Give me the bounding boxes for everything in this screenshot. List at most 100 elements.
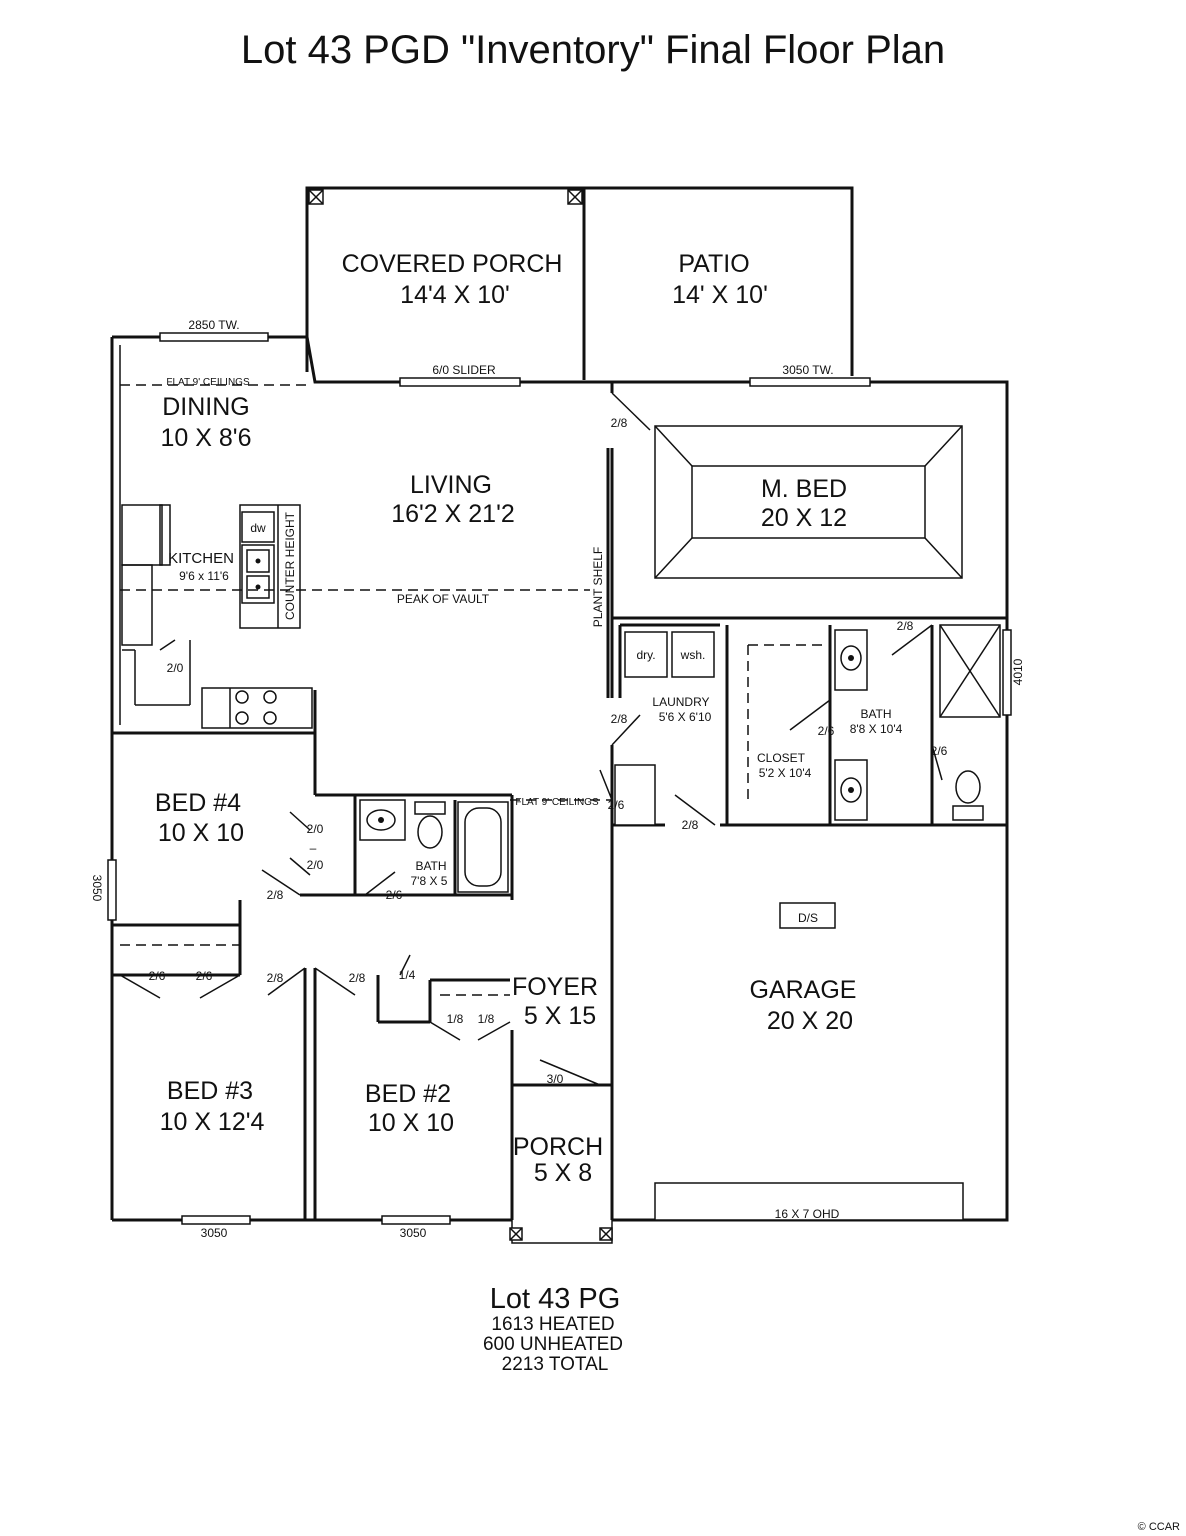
rear-porch-structure: [305, 186, 854, 380]
room-porch: PORCH 5 X 8: [513, 1133, 603, 1187]
window-bed4: [107, 859, 117, 921]
window-label: 4010: [1011, 658, 1025, 685]
counter-height-label: COUNTER HEIGHT: [283, 511, 297, 620]
toilet-icon: [414, 801, 446, 849]
room-name: LIVING: [410, 471, 492, 499]
room-bed4: BED #4 10 X 10: [155, 789, 244, 847]
room-size: 5'2 X 10'4: [759, 766, 812, 780]
room-closet: CLOSET 5'2 X 10'4: [757, 751, 812, 780]
washer-dryer: [624, 631, 715, 678]
door-label: 2/8: [897, 619, 914, 633]
room-covered-porch: COVERED PORCH 14'4 X 10': [342, 250, 563, 309]
window-master: [749, 377, 871, 387]
door-label: –: [310, 841, 317, 855]
room-name: PORCH: [513, 1133, 603, 1161]
room-name: DINING: [162, 393, 250, 421]
window-bed3: [181, 1215, 251, 1225]
heated-area: 1613 HEATED: [491, 1314, 614, 1335]
post-marker: [308, 189, 324, 205]
dryer-label: dry.: [636, 648, 655, 662]
room-living: LIVING 16'2 X 21'2: [391, 471, 515, 528]
window-label: 3050: [90, 875, 104, 902]
ceiling-label: FLAT 9' CEILINGS: [515, 797, 599, 808]
toilet-icon: [952, 770, 984, 821]
room-bed3: BED #3 10 X 12'4: [160, 1077, 265, 1136]
area-summary: Lot 43 PG 1613 HEATED 600 UNHEATED 2213 …: [483, 1283, 623, 1375]
room-name: BED #4: [155, 789, 241, 817]
room-name: COVERED PORCH: [342, 250, 563, 278]
room-name: M. BED: [761, 475, 847, 503]
room-size: 5'6 X 6'10: [659, 710, 712, 724]
page-title: Lot 43 PGD "Inventory" Final Floor Plan: [241, 28, 945, 72]
ds-label: D/S: [798, 911, 818, 925]
window-bed2: [381, 1215, 451, 1225]
door-label: 2/6: [196, 969, 213, 983]
room-size: 16'2 X 21'2: [391, 500, 515, 528]
room-size: 5 X 8: [534, 1159, 592, 1187]
door-label: 2/6: [149, 969, 166, 983]
annotation-labels: 2850 TW. 6/0 SLIDER 3050 TW. FLAT 9' CEI…: [90, 318, 1025, 1240]
door-label: 2/6: [931, 744, 948, 758]
room-patio: PATIO 14' X 10': [672, 250, 768, 309]
front-porch-structure: [509, 1220, 613, 1244]
room-size: 10 X 10: [158, 819, 244, 847]
window-dining: [159, 332, 269, 342]
lot-label: Lot 43 PG: [490, 1283, 621, 1315]
interior-walls: [112, 382, 1007, 1220]
door-label: 3/0: [547, 1072, 564, 1086]
slider-label: 6/0 SLIDER: [432, 363, 496, 377]
room-name: BED #2: [365, 1080, 451, 1108]
room-bath2: BATH 7'8 X 5: [411, 859, 448, 888]
fridge-area: [121, 504, 171, 646]
fixtures: [121, 504, 984, 929]
room-size: 20 X 12: [761, 504, 847, 532]
dishwasher-label: dw: [250, 521, 266, 535]
room-foyer: FOYER 5 X 15: [512, 973, 598, 1030]
room-laundry: LAUNDRY 5'6 X 6'10: [652, 695, 711, 724]
room-garage: GARAGE 20 X 20: [750, 976, 857, 1035]
room-name: BATH: [860, 707, 891, 721]
door-label: 2/8: [267, 888, 284, 902]
windows: [107, 332, 1012, 1225]
room-name: GARAGE: [750, 976, 857, 1004]
room-name: LAUNDRY: [652, 695, 709, 709]
shower: [939, 624, 1001, 718]
door-label: 2/8: [611, 712, 628, 726]
door-label: 2/0: [307, 822, 324, 836]
water-heater: [779, 902, 836, 929]
door-label: 2/8: [349, 971, 366, 985]
room-name: BATH: [415, 859, 446, 873]
bathtub-icon: [457, 801, 509, 893]
kitchen-sink-icon: [241, 544, 275, 604]
kitchen-island: [239, 504, 301, 629]
door-swings: [119, 392, 943, 1086]
door-label: 2/6: [608, 798, 625, 812]
vault-label: PEAK OF VAULT: [397, 592, 490, 606]
room-dining: DINING 10 X 8'6: [161, 393, 252, 452]
room-size: 10 X 10: [368, 1109, 454, 1137]
watermark: © CCAR: [1138, 1521, 1180, 1533]
stove-icon: [201, 687, 313, 729]
door-label: 2/6: [818, 724, 835, 738]
ceiling-label: FLAT 9' CEILINGS: [166, 377, 250, 388]
room-kitchen: KITCHEN 9'6 x 11'6: [168, 550, 234, 583]
room-master-bed: M. BED 20 X 12: [761, 475, 847, 532]
door-label: 2/8: [611, 416, 628, 430]
window-label: 3050: [201, 1226, 228, 1240]
door-label: 2/6: [386, 888, 403, 902]
room-name: FOYER: [512, 973, 598, 1001]
window-bath: [1002, 629, 1012, 716]
slider-door: [399, 377, 521, 387]
door-label: 2/0: [307, 858, 324, 872]
sink-icon: [359, 799, 406, 841]
door-label: 1/8: [478, 1012, 495, 1026]
ceiling-lines: [120, 384, 825, 996]
linen-closet: [614, 764, 656, 826]
room-size: 14'4 X 10': [400, 281, 510, 309]
door-label: 2/8: [267, 971, 284, 985]
room-master-bath: BATH 8'8 X 10'4: [850, 707, 903, 736]
room-bed2: BED #2 10 X 10: [365, 1080, 454, 1137]
door-label: 2/8: [682, 818, 699, 832]
room-size: 5 X 15: [524, 1002, 596, 1030]
